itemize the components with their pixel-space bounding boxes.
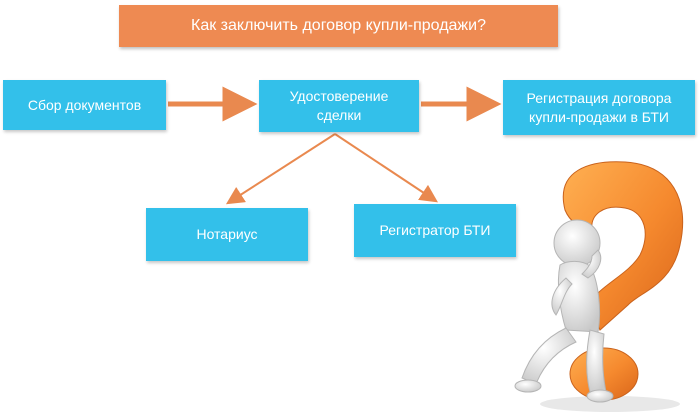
diagram-title: Как заключить договор купли-продажи?: [119, 5, 558, 47]
node-collect-documents: Сбор документов: [3, 80, 166, 130]
node-label: Нотариус: [196, 226, 258, 242]
node-label-line1: Удостоверение: [289, 88, 389, 104]
node-label: Сбор документов: [27, 96, 142, 113]
node-bti-registrar: Регистратор БТИ: [354, 204, 516, 257]
arrow-certify-to-notary: [225, 133, 336, 205]
node-label: Регистратор БТИ: [379, 222, 491, 238]
node-label-line2: купли-продажи в БТИ: [529, 108, 669, 125]
node-label-line1: Регистрация договора: [526, 89, 672, 106]
arrow-certify-to-bti: [334, 133, 439, 203]
node-certify-deal: Удостоверение сделки: [259, 80, 419, 132]
node-notary: Нотариус: [146, 208, 308, 261]
node-label-line2: сделки: [316, 107, 362, 123]
node-register-contract: Регистрация договора купли-продажи в БТИ: [503, 80, 695, 135]
thinking-person: [514, 219, 614, 403]
